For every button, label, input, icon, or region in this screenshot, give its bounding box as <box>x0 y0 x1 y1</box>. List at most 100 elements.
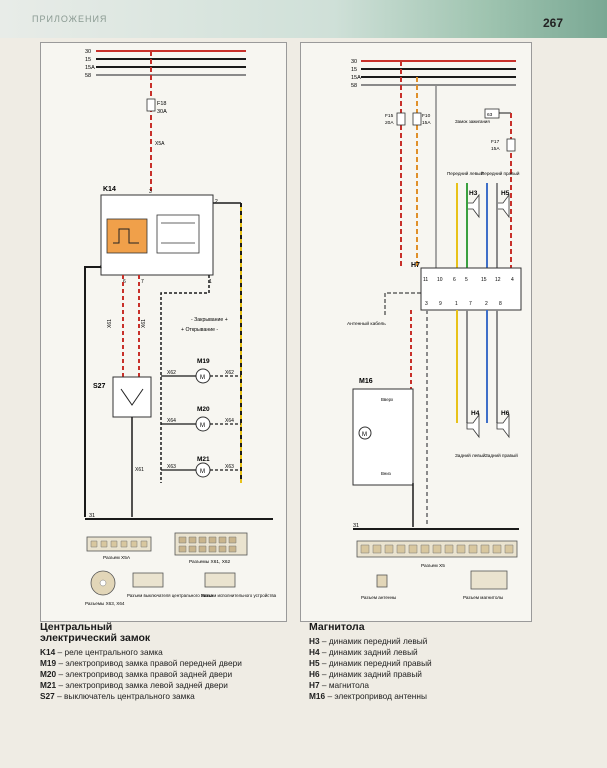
relay-timer-icon <box>106 218 148 254</box>
legend-item: M20 – электропривод замка правой задней … <box>40 669 233 679</box>
bus-label: 15 <box>351 67 357 73</box>
motor-name: M20 <box>197 406 210 413</box>
connector-x5: Разъем X5 <box>356 540 518 569</box>
power-buses: 30 15 15A 58 <box>351 59 516 89</box>
motor-m21: M M21 <box>195 456 211 478</box>
legend-item: S27 – выключатель центрального замка <box>40 691 195 701</box>
section-title: ПРИЛОЖЕНИЯ <box>32 14 108 24</box>
radio-diagram: 30 15 15A 58 F15 20A F10 15A 63 Замок за… <box>300 42 532 622</box>
motor-name: M21 <box>197 456 210 463</box>
connector-caption: Разъемы X61, X62 <box>189 559 231 565</box>
antenna-down-label: Вниз <box>381 471 391 476</box>
connector-label: X64 <box>167 418 176 424</box>
connector-caption: Разъем выключателя центрального замка <box>127 593 213 598</box>
legend-item: M21 – электропривод замка левой задней д… <box>40 680 228 690</box>
radio-pin: 2 <box>485 301 488 307</box>
fuse-f15 <box>396 112 406 126</box>
fuse-name: F10 <box>422 113 431 119</box>
bus-label: 30 <box>351 59 357 65</box>
speaker-h3: H3 <box>466 190 480 219</box>
lock-pin: 63 <box>487 112 493 118</box>
connector-label: X63 <box>225 464 234 470</box>
fuse-f17 <box>506 138 516 152</box>
connector-label: X5A <box>155 141 165 147</box>
legend-title: Магнитола <box>309 621 365 633</box>
bus-label: 15A <box>85 65 95 71</box>
radio-pin: 7 <box>469 301 472 307</box>
speaker-name: H5 <box>501 190 510 197</box>
legend-item: K14 – реле центрального замка <box>40 647 163 657</box>
speaker-rear-left-label: Задний левый <box>455 452 486 458</box>
legend-item: H7 – магнитола <box>309 680 369 690</box>
bus-label: 58 <box>85 73 91 79</box>
antenna-up-label: Вверх <box>381 397 394 402</box>
radio-pin: 9 <box>439 301 442 307</box>
connector-caption: Разъем исполнительного устройства <box>201 593 277 598</box>
motor-m20: M M20 <box>195 406 211 432</box>
motor-name: M19 <box>197 358 210 365</box>
speaker-h5: H5 <box>496 190 510 219</box>
connector-label: X62 <box>167 370 176 376</box>
page-number: 267 <box>543 16 564 30</box>
fuse-name: F15 <box>385 113 394 119</box>
legend-item: M19 – электропривод замка правой передне… <box>40 658 242 668</box>
bus-label: 58 <box>351 83 357 89</box>
speaker-name: H4 <box>471 410 480 417</box>
legend-title-line2: электрический замок <box>40 632 151 644</box>
radio-pin: 6 <box>453 277 456 283</box>
ground-label: 31 <box>89 513 95 519</box>
connector-label: X62 <box>225 370 234 376</box>
wire-note: - Закрывание + <box>191 317 228 323</box>
bus-label: 15 <box>85 57 91 63</box>
radio-top-pins: 11 10 6 5 15 12 4 <box>423 277 514 283</box>
ground-label: 31 <box>353 523 359 529</box>
fuse-rating: 15A <box>422 120 431 126</box>
connector-caption: Разъемы X63, X64 <box>85 601 125 606</box>
relay-pin: 1 <box>209 279 212 285</box>
radio-h7 <box>420 267 522 311</box>
bus-label: 15A <box>351 75 361 81</box>
radio-pin: 11 <box>423 277 428 283</box>
motor-m19: M M19 <box>195 358 211 384</box>
speaker-front-right-label: Передний правый <box>481 170 520 176</box>
radio-pin: 10 <box>437 277 443 283</box>
antenna-name: M16 <box>359 378 373 385</box>
svg-text:M: M <box>200 423 205 429</box>
radio-pin: 3 <box>425 301 428 307</box>
speaker-name: H3 <box>469 190 478 197</box>
fuse-f18 <box>146 98 156 112</box>
speaker-rear-right-label: Задний правый <box>485 452 518 458</box>
legend-item: M16 – электропривод антенны <box>309 691 427 701</box>
connector-x5a: Разъем X5A <box>86 536 152 561</box>
speaker-h4: H4 Задний левый <box>455 410 486 458</box>
relay-pin: 7 <box>141 279 144 285</box>
connector-label: X61 <box>135 467 144 473</box>
legend-item: H4 – динамик задний левый <box>309 647 418 657</box>
fuse-name: F18 <box>157 101 166 107</box>
relay-name: K14 <box>103 186 116 193</box>
bus-label: 30 <box>85 49 91 55</box>
radio-bottom-pins: 3 9 1 7 2 8 <box>425 301 502 307</box>
central-lock-diagram: 30 15 15A 58 F18 30A X5A K14 3 2 4 6 7 1… <box>40 42 287 622</box>
connector-label: X63 <box>167 464 176 470</box>
connector-label: X61 <box>107 319 113 328</box>
power-buses: 30 15 15A 58 <box>85 49 246 79</box>
switch-name: S27 <box>93 383 106 390</box>
speaker-name: H6 <box>501 410 510 417</box>
svg-text:M: M <box>200 375 205 381</box>
connector-antenna: Разъем антенны <box>361 574 396 600</box>
relay-pin: 2 <box>215 199 218 205</box>
connector-radio: Разъем магнитолы <box>463 570 508 600</box>
fuse-rating: 30A <box>157 109 167 115</box>
fuse-name: F17 <box>491 139 500 145</box>
relay-pin: 3 <box>149 189 152 195</box>
radio-name: H7 <box>411 262 420 269</box>
fuse-rating: 20A <box>385 120 394 126</box>
header-band <box>0 0 607 38</box>
legend-title-line1: Центральный <box>40 621 113 633</box>
wire-note: + Открывание - <box>181 327 218 333</box>
svg-text:M: M <box>362 432 367 438</box>
connector-x63-x64: Разъемы X63, X64 <box>85 570 125 606</box>
speaker-h6: H6 Задний правый <box>485 410 518 458</box>
legend-item: H6 – динамик задний правый <box>309 669 422 679</box>
